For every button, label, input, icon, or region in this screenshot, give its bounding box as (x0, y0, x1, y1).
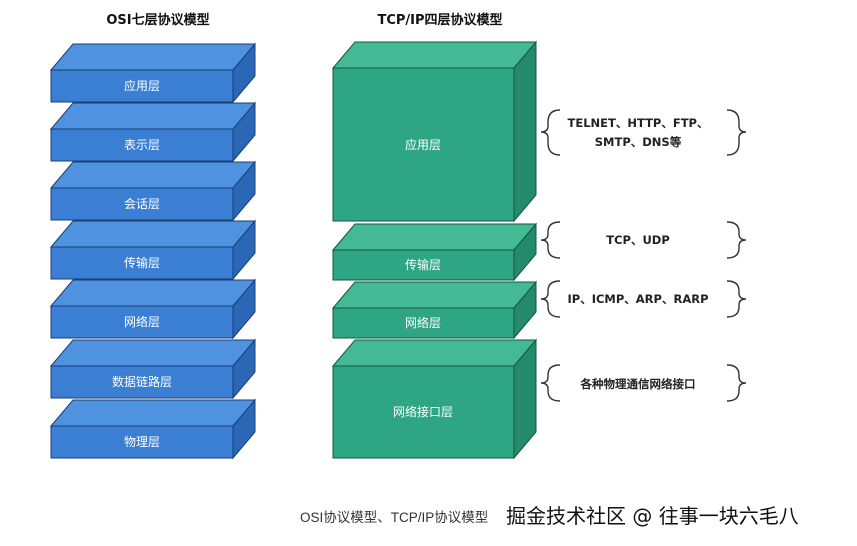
protocol-text: IP、ICMP、ARP、RARP (567, 292, 708, 306)
osi-layer-application: 应用层 (49, 42, 257, 104)
protocol-group-transport: TCP、UDP (540, 221, 747, 259)
osi-title: OSI七层协议模型 (106, 12, 209, 28)
tcpip-layer-label: 网络层 (405, 315, 441, 330)
left-brace-icon (540, 109, 561, 156)
protocol-group-network: IP、ICMP、ARP、RARP (540, 280, 747, 318)
osi-layer-label: 物理层 (124, 435, 160, 449)
tcpip-layer-label: 网络接口层 (393, 404, 453, 419)
left-brace-icon (540, 221, 561, 259)
tcpip-layer-label: 应用层 (405, 137, 441, 152)
tcpip-stack: 应用层 传输层 网络层 网络接口层 (331, 40, 538, 460)
tcpip-layer-network: 网络层 (331, 280, 538, 340)
left-brace-icon (540, 364, 561, 402)
osi-layer-label: 应用层 (124, 78, 160, 93)
protocol-group-application: TELNET、HTTP、FTP、 SMTP、DNS等 (540, 109, 747, 156)
figure-caption: OSI协议模型、TCP/IP协议模型 (300, 510, 489, 525)
osi-layer-label: 会话层 (124, 197, 160, 211)
tcpip-layer-transport: 传输层 (331, 222, 538, 282)
osi-layer-physical: 物理层 (49, 398, 257, 460)
tcpip-title: TCP/IP四层协议模型 (377, 12, 502, 28)
osi-layer-session: 会话层 (49, 160, 257, 222)
osi-layer-label: 网络层 (124, 314, 160, 329)
protocol-text: SMTP、DNS等 (595, 135, 682, 149)
right-brace-icon (726, 109, 747, 156)
osi-layer-transport: 传输层 (49, 219, 257, 281)
osi-layer-presentation: 表示层 (49, 101, 257, 163)
tcpip-layer-label: 传输层 (405, 257, 441, 272)
osi-stack: 应用层 表示层 会话层 传输层 网络层 (49, 42, 257, 460)
left-brace-icon (540, 280, 561, 318)
protocol-group-network-interface: 各种物理通信网络接口 (540, 364, 747, 402)
osi-layer-label: 传输层 (124, 255, 160, 270)
protocol-text: 各种物理通信网络接口 (580, 377, 696, 391)
watermark: 掘金技术社区 @ 往事一块六毛八 (506, 504, 799, 528)
right-brace-icon (726, 280, 747, 318)
osi-layer-label: 数据链路层 (112, 374, 172, 389)
tcpip-layer-application: 应用层 (331, 40, 538, 223)
protocol-text: TELNET、HTTP、FTP、 (568, 116, 709, 130)
osi-layer-label: 表示层 (124, 138, 160, 152)
right-brace-icon (726, 221, 747, 259)
osi-layer-network: 网络层 (49, 278, 257, 340)
osi-layer-data-link: 数据链路层 (49, 338, 257, 400)
tcpip-layer-network-interface: 网络接口层 (331, 338, 538, 460)
protocol-text: TCP、UDP (606, 233, 670, 247)
right-brace-icon (726, 364, 747, 402)
